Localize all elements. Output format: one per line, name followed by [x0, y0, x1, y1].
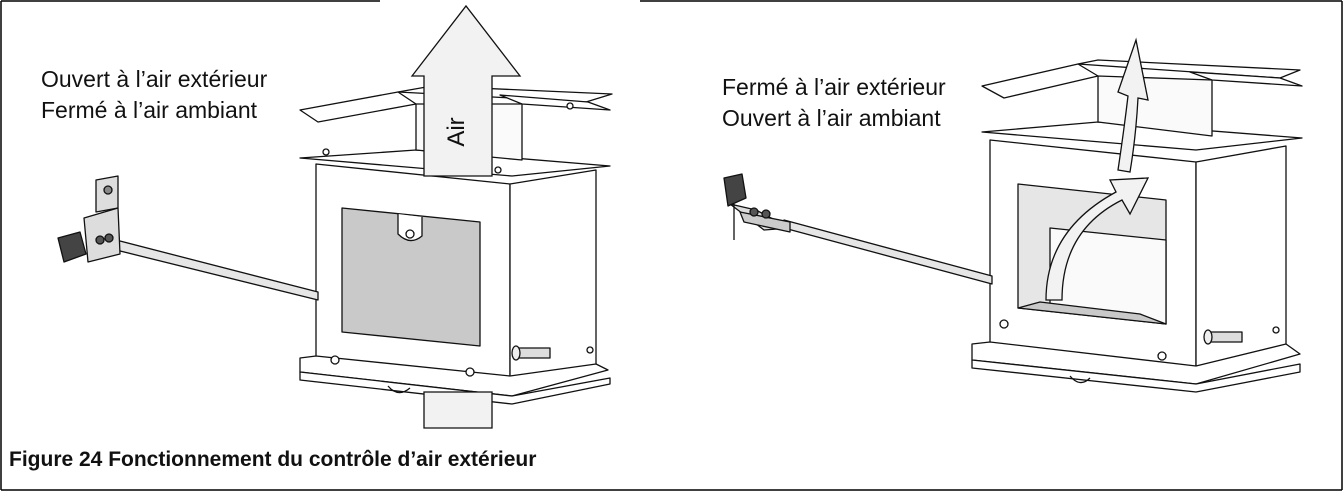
left-status-line-2: Fermé à l’air ambiant	[41, 97, 258, 123]
left-status-line-1: Ouvert à l’air extérieur	[41, 66, 268, 92]
figure-caption: Figure 24 Fonctionnement du contrôle d’a…	[9, 448, 537, 471]
curved-air-flow-arrow	[1045, 37, 1150, 301]
arrow-label-air: Air	[443, 117, 470, 146]
right-status-line-2: Ouvert à l’air ambiant	[722, 105, 941, 131]
left-damper-assembly	[57, 85, 613, 405]
right-status-line-1: Fermé à l’air extérieur	[722, 74, 946, 100]
air-flow-arrow	[410, 4, 522, 429]
